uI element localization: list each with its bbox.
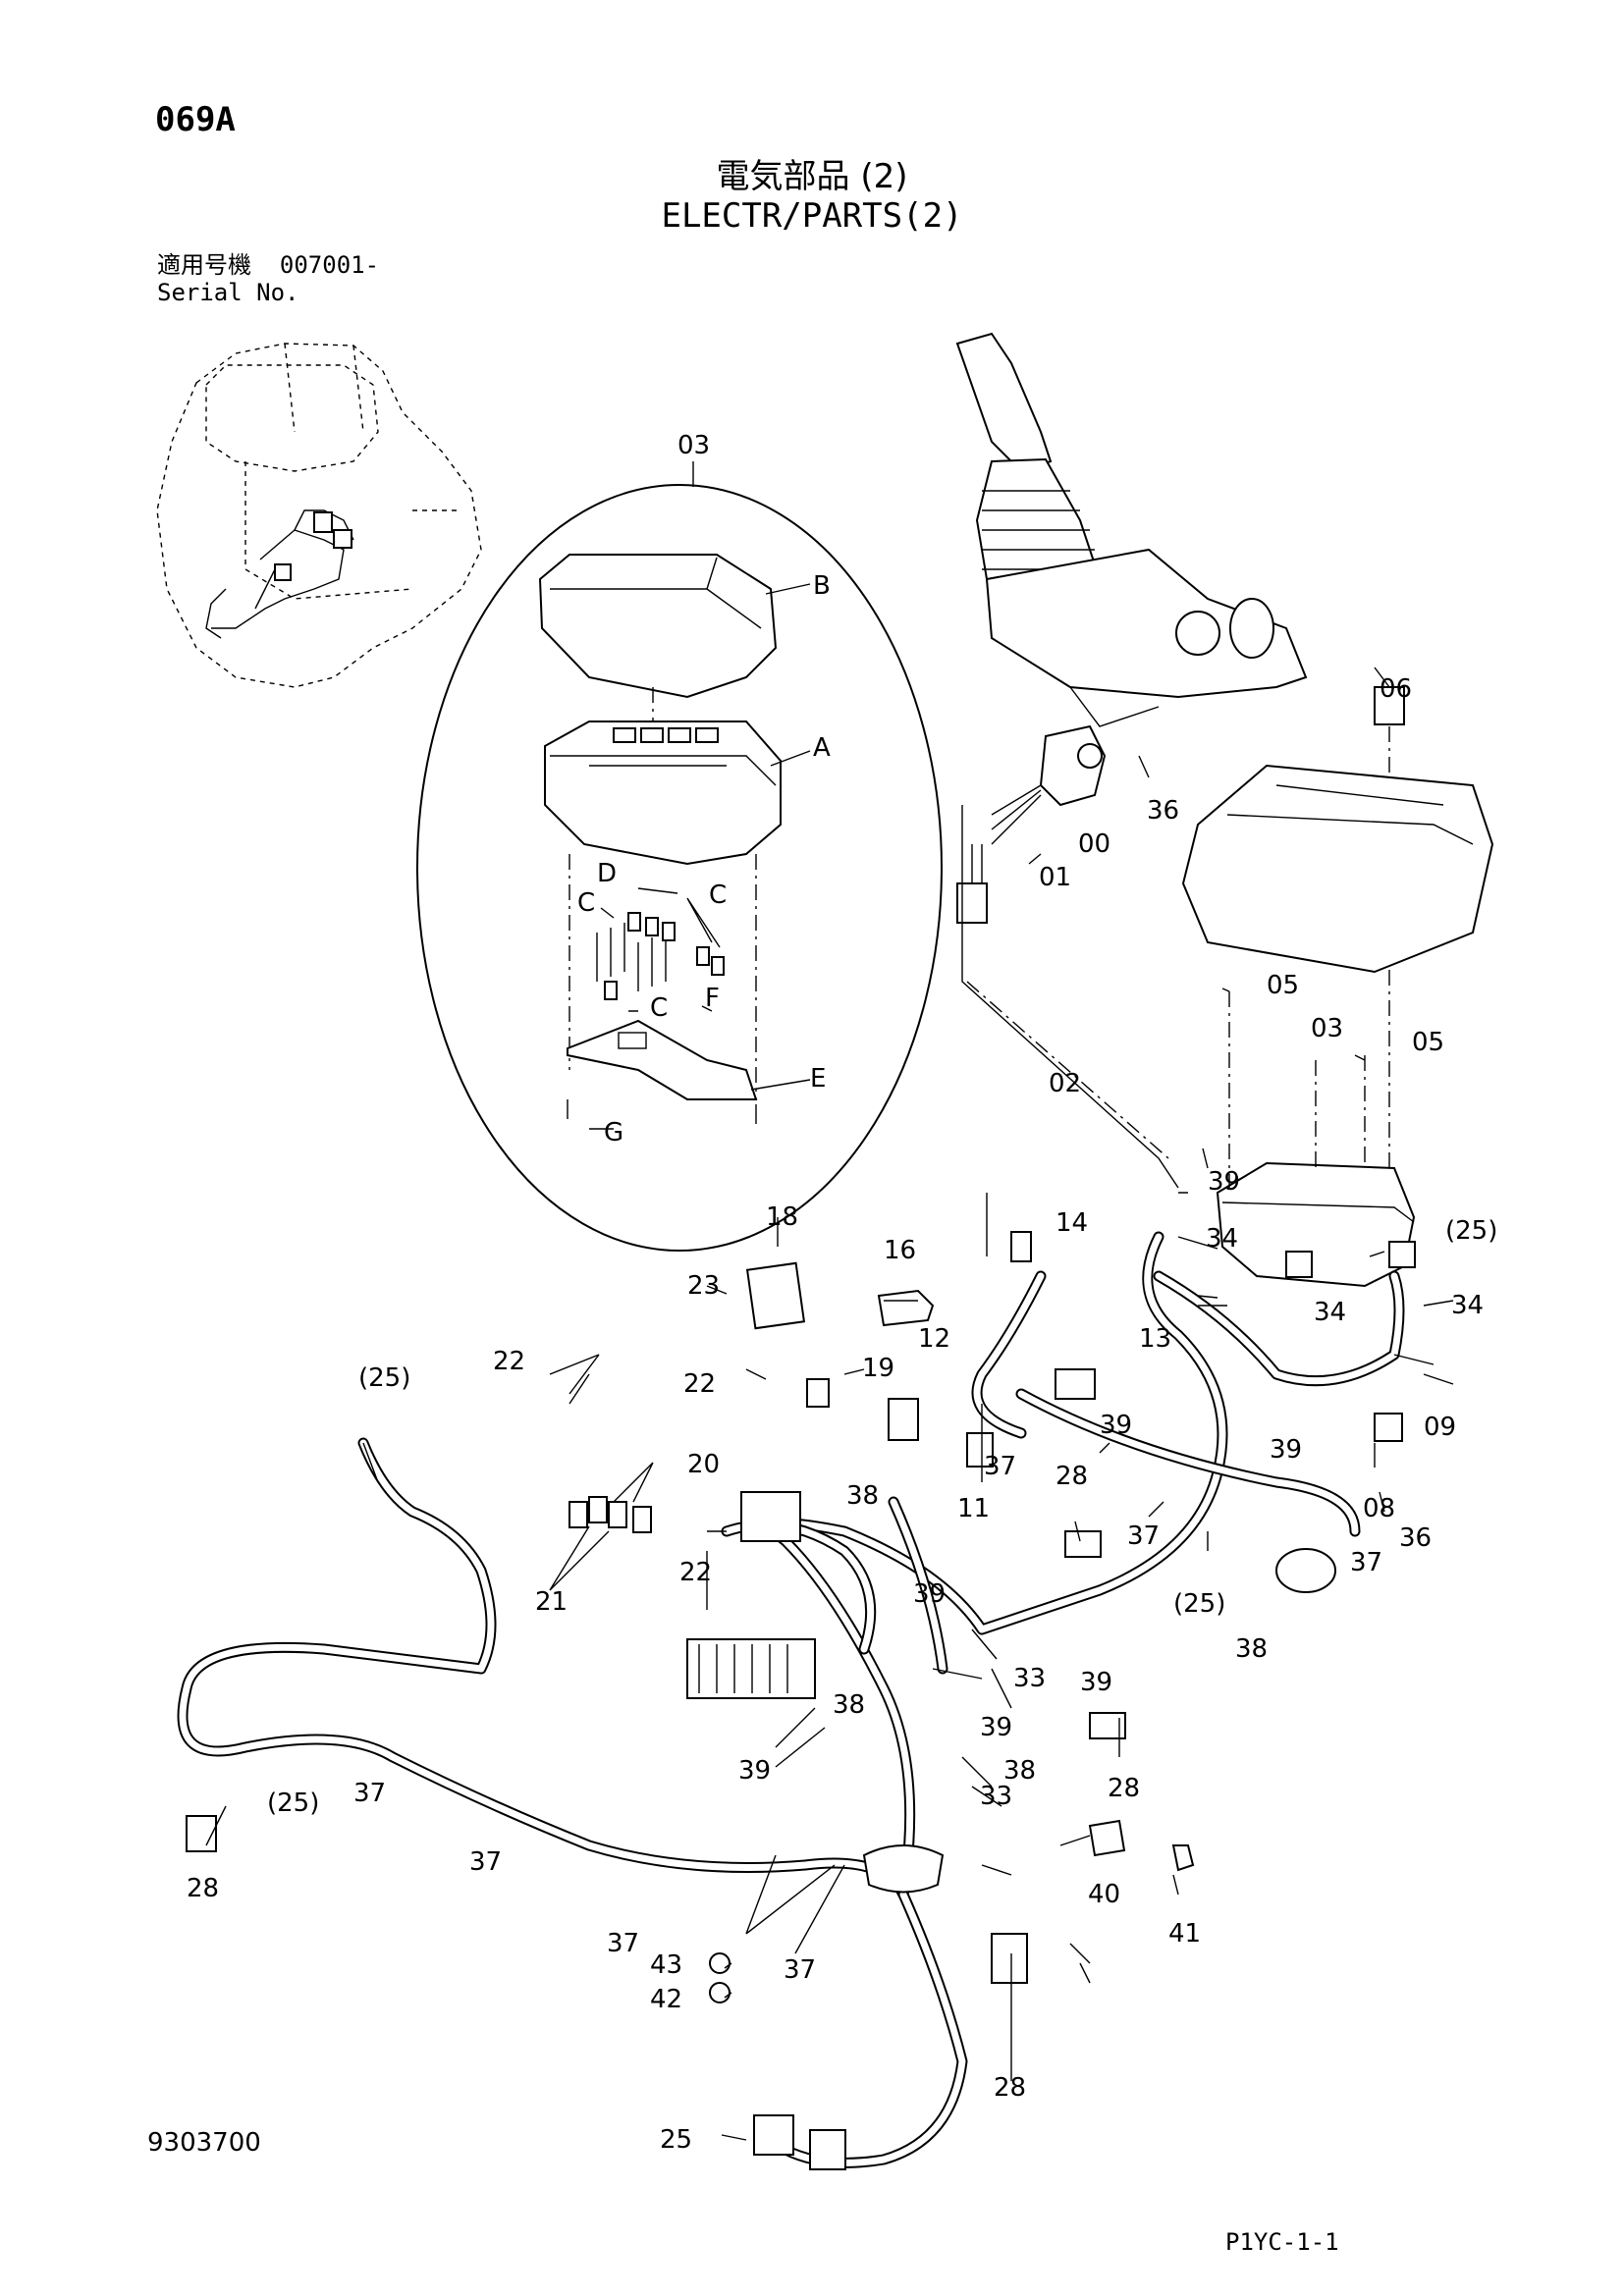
callout-21: 21 (535, 1587, 568, 1617)
document-number: 9303700 (147, 2128, 261, 2158)
callout-37g: 37 (784, 1955, 816, 1985)
callout-39d: 39 (913, 1579, 946, 1609)
callout-28b: 28 (1108, 1774, 1140, 1803)
callout-22c: 22 (679, 1558, 712, 1587)
callout-41: 41 (1168, 1919, 1201, 1949)
callout-39c: 39 (1100, 1411, 1132, 1440)
callout-labels: 03 B A D C C C F E G 06 36 00 01 05 03 0… (187, 431, 1497, 2155)
callout-39b: 39 (1270, 1435, 1302, 1465)
wire-harness-drawing (177, 805, 1405, 2168)
callout-34a: 34 (1206, 1224, 1238, 1254)
callout-38b: 38 (1235, 1634, 1268, 1664)
serial-value: 007001- (279, 251, 380, 279)
components-drawing (186, 1231, 1416, 2170)
callout-05a: 05 (1267, 971, 1299, 1000)
callout-05b: 05 (1412, 1028, 1444, 1057)
callout-C2: C (709, 881, 727, 910)
callout-33a: 33 (1013, 1664, 1046, 1693)
callout-40: 40 (1088, 1880, 1120, 1909)
callout-43: 43 (650, 1950, 682, 1980)
callout-14: 14 (1056, 1208, 1088, 1238)
callout-39a: 39 (1208, 1167, 1240, 1197)
callout-37a: 37 (1350, 1548, 1382, 1577)
callout-03: 03 (1311, 1014, 1343, 1043)
callout-02: 02 (1049, 1069, 1081, 1098)
callout-01: 01 (1039, 863, 1071, 892)
callout-37b: 37 (984, 1452, 1016, 1481)
callout-12: 12 (918, 1324, 950, 1354)
callout-E: E (810, 1064, 826, 1094)
callout-39g: 39 (738, 1756, 771, 1786)
callout-11: 11 (957, 1494, 990, 1523)
fuse-box-exploded-view (416, 461, 943, 1252)
page-code: 069A (155, 100, 236, 139)
callout-36a: 36 (1147, 796, 1179, 826)
serial-label-en: Serial No. (157, 279, 299, 306)
callout-39f: 39 (980, 1713, 1012, 1742)
callout-22b: 22 (683, 1369, 716, 1399)
callout-B: B (813, 571, 831, 601)
joystick-lever-drawing (955, 332, 1308, 727)
console-box-drawing (1181, 686, 1494, 1288)
callout-25c: (25) (1173, 1589, 1225, 1619)
callout-36b: 36 (1399, 1523, 1432, 1553)
callout-18: 18 (766, 1202, 798, 1232)
callout-23: 23 (687, 1271, 720, 1301)
callout-G: G (604, 1118, 623, 1148)
callout-37e: 37 (469, 1847, 502, 1877)
callout-A: A (813, 733, 831, 763)
callout-28a: 28 (1056, 1462, 1088, 1491)
callout-19: 19 (862, 1354, 894, 1383)
callout-37c: 37 (1127, 1522, 1160, 1551)
callout-28c: 28 (187, 1874, 219, 1903)
callout-25d: (25) (267, 1789, 319, 1818)
serial-line-jp: 適用号機 007001- (157, 251, 379, 279)
callout-09: 09 (1424, 1413, 1456, 1442)
callout-33b: 33 (980, 1782, 1012, 1811)
callout-37d: 37 (353, 1779, 386, 1808)
leader-lines (205, 667, 1454, 2141)
key-switch-drawing (956, 724, 1107, 924)
callout-D: D (597, 859, 617, 888)
callout-22a: 22 (493, 1347, 525, 1376)
callout-25e: 25 (660, 2125, 692, 2155)
callout-39e: 39 (1080, 1668, 1112, 1697)
callout-38c: 38 (833, 1690, 865, 1720)
title-english: ELECTR/PARTS(2) (661, 196, 963, 236)
serial-info: 適用号機 007001- Serial No. (157, 251, 379, 306)
callout-25a: (25) (1445, 1216, 1497, 1246)
callout-F: F (705, 984, 720, 1013)
cab-overview-drawing (156, 343, 482, 688)
callout-28d: 28 (994, 2073, 1026, 2103)
callout-42: 42 (650, 1985, 682, 2014)
callout-16: 16 (884, 1236, 916, 1265)
callout-13: 13 (1139, 1324, 1171, 1354)
callout-20: 20 (687, 1450, 720, 1479)
callout-37f: 37 (607, 1929, 639, 1958)
serial-label-jp: 適用号機 (157, 251, 251, 279)
callout-06: 06 (1380, 674, 1412, 704)
callout-34c: 34 (1314, 1298, 1346, 1327)
callout-38a: 38 (846, 1481, 879, 1511)
callout-C3: C (650, 993, 668, 1023)
page-reference: P1YC-1-1 (1225, 2228, 1339, 2256)
callout-38d: 38 (1003, 1756, 1036, 1786)
callout-08: 08 (1363, 1494, 1395, 1523)
callout-03-top: 03 (677, 431, 710, 460)
callout-C1: C (577, 888, 595, 918)
title-japanese: 電気部品 (2) (716, 157, 908, 196)
callout-00: 00 (1078, 829, 1110, 859)
callout-34b: 34 (1451, 1291, 1484, 1320)
callout-25b: (25) (358, 1363, 410, 1393)
